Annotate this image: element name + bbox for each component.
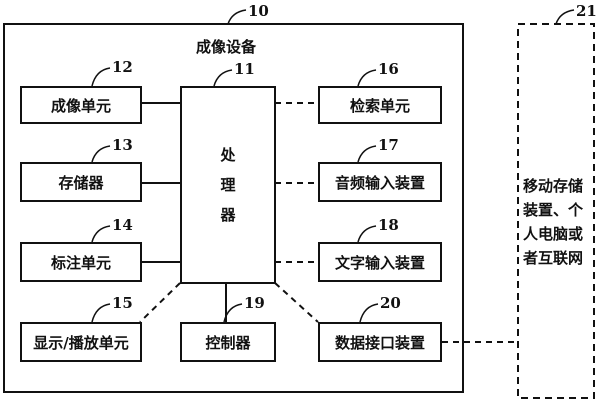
controller-box: 控制器	[180, 322, 276, 362]
device-title: 成像设备	[196, 38, 257, 56]
leader-12	[91, 67, 111, 87]
ref-14: 14	[112, 216, 133, 234]
ref-12: 12	[112, 58, 133, 76]
ref-18: 18	[378, 216, 399, 234]
ref-21: 21	[576, 2, 597, 20]
text-input-device-box: 文字输入装置	[318, 242, 442, 282]
external-label: 移动存储 装置、个 人电脑或 者互联网	[523, 174, 593, 270]
external-line-4: 者互联网	[523, 249, 584, 267]
leader-14	[91, 225, 111, 243]
leader-15	[91, 303, 111, 323]
processor-char-1: 处	[220, 146, 236, 164]
leader-20	[359, 303, 379, 323]
dashed-connectors	[139, 102, 518, 343]
storage-box: 存储器	[20, 162, 142, 202]
leader-10	[227, 9, 247, 25]
data-interface-device-box: 数据接口装置	[318, 322, 442, 362]
external-line-1: 移动存储	[523, 177, 584, 195]
audio-input-device-box: 音频输入装置	[318, 162, 442, 202]
leader-11	[213, 69, 233, 87]
device-frame	[3, 23, 464, 393]
processor-box: 处 理 器	[180, 86, 276, 284]
imaging-unit-box: 成像单元	[20, 86, 142, 124]
leader-18	[357, 225, 377, 243]
ref-13: 13	[112, 136, 133, 154]
ref-17: 17	[378, 136, 399, 154]
ref-20: 20	[380, 294, 401, 312]
processor-char-3: 器	[220, 206, 236, 224]
external-line-2: 装置、个	[523, 201, 584, 219]
leader-lines	[91, 9, 575, 323]
retrieval-unit-box: 检索单元	[318, 86, 442, 124]
ref-11: 11	[234, 60, 255, 78]
link-processor-display	[139, 282, 181, 323]
link-processor-interface	[274, 282, 319, 323]
leader-17	[357, 145, 377, 163]
ref-16: 16	[378, 60, 399, 78]
external-line-3: 人电脑或	[523, 225, 584, 243]
leader-13	[91, 145, 111, 163]
processor-char-2: 理	[220, 176, 236, 194]
solid-connectors	[142, 102, 227, 322]
leader-19	[223, 303, 243, 323]
annotation-unit-box: 标注单元	[20, 242, 142, 282]
ref-10: 10	[248, 2, 269, 20]
leader-21	[555, 9, 575, 25]
ref-15: 15	[112, 294, 133, 312]
leader-16	[357, 69, 377, 87]
display-playback-unit-box: 显示/播放单元	[20, 322, 142, 362]
ref-19: 19	[244, 294, 265, 312]
